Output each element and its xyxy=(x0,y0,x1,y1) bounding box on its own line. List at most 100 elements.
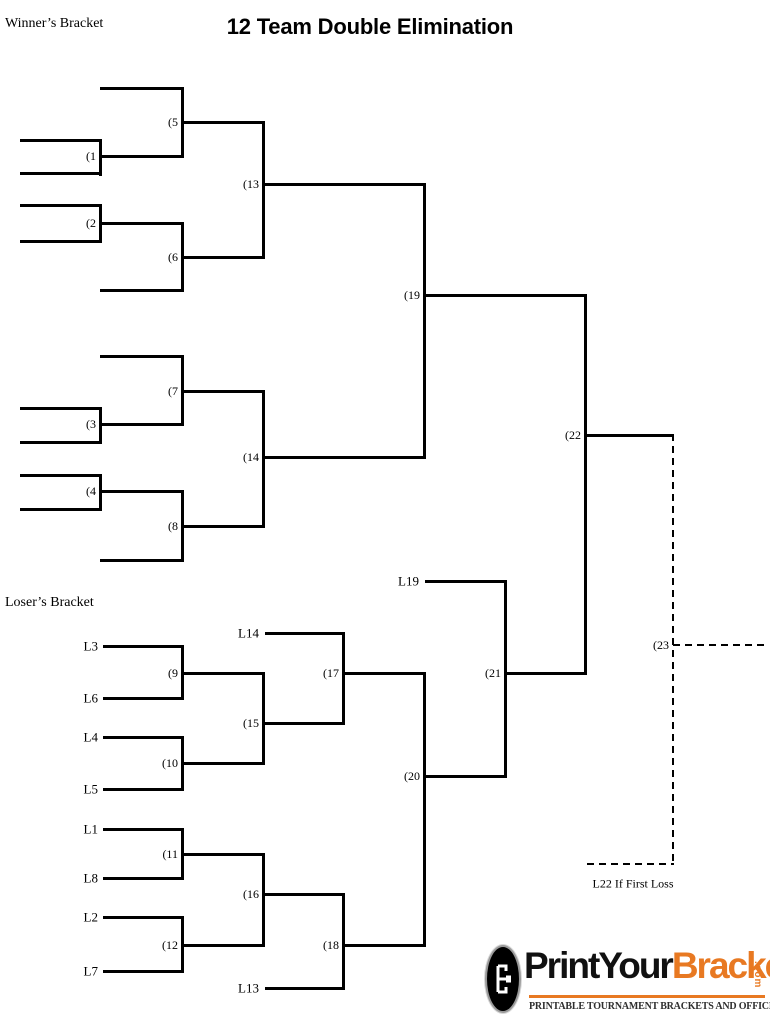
bracket-line xyxy=(504,580,507,778)
bracket-line xyxy=(181,828,184,880)
bracket-line xyxy=(99,474,102,511)
game-number-label: (21 xyxy=(485,666,501,680)
game-number-label: (19 xyxy=(404,288,420,302)
page-title: 12 Team Double Elimination xyxy=(226,14,514,39)
loser-seed-label: L13 xyxy=(238,980,259,996)
bracket-line xyxy=(100,355,183,358)
bracket-line xyxy=(181,121,264,124)
bracket-line xyxy=(181,672,264,675)
bracket-line xyxy=(181,390,264,393)
bracket-line xyxy=(103,877,183,880)
bracket-line xyxy=(100,423,182,426)
game-number-label: (3 xyxy=(86,417,96,431)
game-number-label: (9 xyxy=(168,666,178,680)
bracket-line xyxy=(587,863,674,865)
bracket-line xyxy=(100,490,182,493)
mini-bracket-icon xyxy=(496,964,511,994)
bracket-line xyxy=(262,456,425,459)
loser-seed-label: L2 xyxy=(83,909,98,925)
bracket-line xyxy=(181,944,264,947)
bracket-line xyxy=(262,183,425,186)
loser-seed-label: L7 xyxy=(83,963,98,979)
bracket-line xyxy=(181,762,264,765)
logo-text-brackets: Brackets xyxy=(671,945,770,986)
bracket-line xyxy=(20,441,102,444)
bracket-line xyxy=(265,632,344,635)
game-number-label: (23 xyxy=(653,638,669,652)
bracket-line xyxy=(100,559,183,562)
logo-divider-rule xyxy=(529,995,765,998)
bracket-line xyxy=(181,355,184,426)
game-number-label: (13 xyxy=(243,177,259,191)
game-number-label: (7 xyxy=(168,384,178,398)
bracket-line xyxy=(103,645,183,648)
bracket-line xyxy=(504,672,586,675)
bracket-line xyxy=(262,893,344,896)
bracket-line xyxy=(103,828,183,831)
bracket-line xyxy=(20,407,102,410)
game-number-label: (18 xyxy=(323,938,339,952)
bracket-line xyxy=(584,294,587,675)
game-number-label: (6 xyxy=(168,250,178,264)
bracket-line xyxy=(99,407,102,444)
bracket-line xyxy=(103,916,183,919)
l22-first-loss-note: L22 If First Loss xyxy=(592,876,674,891)
loser-seed-label: L6 xyxy=(83,690,98,706)
bracket-line xyxy=(672,434,674,864)
bracket-line xyxy=(262,853,265,947)
bracket-line xyxy=(262,390,265,528)
bracket-line xyxy=(181,256,264,259)
game-number-label: (11 xyxy=(162,847,178,861)
bracket-line xyxy=(20,508,102,511)
winner-bracket-label: Winner’s Bracket xyxy=(5,16,104,31)
bracket-line xyxy=(584,434,674,437)
bracket-line xyxy=(181,525,264,528)
bracket-line xyxy=(342,672,425,675)
game-number-label: (8 xyxy=(168,519,178,533)
game-number-label: (22 xyxy=(565,428,581,442)
bracket-line xyxy=(100,222,182,225)
bracket-line xyxy=(103,788,183,791)
bracket-line xyxy=(181,222,184,292)
logo-tagline: PRINTABLE TOURNAMENT BRACKETS AND OFFICE… xyxy=(529,1001,770,1012)
loser-seed-label: L1 xyxy=(83,821,98,837)
bracket-line xyxy=(262,121,265,259)
loser-seed-label: L3 xyxy=(83,638,98,654)
loser-seed-label: L4 xyxy=(83,729,98,745)
bracket-line xyxy=(342,944,425,947)
logo-dotcom-suffix: .com xyxy=(752,961,763,989)
bracket-line xyxy=(20,204,102,207)
bracket-line xyxy=(20,474,102,477)
game-number-label: (16 xyxy=(243,887,259,901)
bracket-line xyxy=(20,172,102,175)
bracket-line xyxy=(20,240,102,243)
game-number-label: (1 xyxy=(86,149,96,163)
bracket-line xyxy=(181,853,264,856)
game-number-label: (2 xyxy=(86,216,96,230)
game-number-label: (20 xyxy=(404,769,420,783)
logo-wordmark: PrintYourBrackets xyxy=(524,947,770,984)
game-number-label: (10 xyxy=(162,756,178,770)
bracket-line xyxy=(181,736,184,791)
bracket-line xyxy=(103,736,183,739)
bracket-logo-icon xyxy=(485,945,521,1013)
loser-bracket-label: Loser’s Bracket xyxy=(5,595,94,610)
bracket-line xyxy=(99,139,102,176)
game-number-label: (14 xyxy=(243,450,259,464)
bracket-line xyxy=(673,644,765,646)
loser-seed-label: L14 xyxy=(238,625,259,641)
bracket-line xyxy=(342,893,345,990)
bracket-line xyxy=(100,289,183,292)
bracket-line xyxy=(103,970,183,973)
game-number-label: (15 xyxy=(243,716,259,730)
loser-seed-label: L19 xyxy=(398,573,419,589)
print-your-brackets-logo: PrintYourBrackets .com PRINTABLE TOURNAM… xyxy=(483,933,770,1018)
game-number-label: (4 xyxy=(86,484,96,498)
bracket-line xyxy=(262,672,265,765)
loser-seed-label: L8 xyxy=(83,870,98,886)
bracket-line xyxy=(181,490,184,562)
game-number-label: (12 xyxy=(162,938,178,952)
bracket-line xyxy=(100,155,182,158)
bracket-line xyxy=(423,775,506,778)
